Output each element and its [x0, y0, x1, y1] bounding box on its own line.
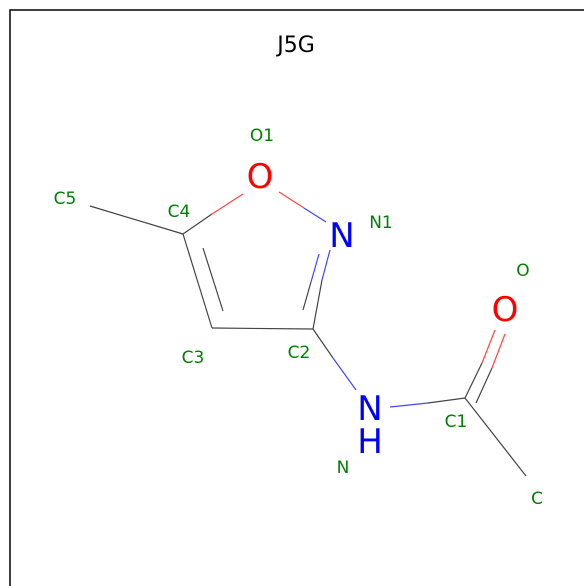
- bond-o1-n1-b: [303, 207, 327, 223]
- bond-n1-c2-a2: [312, 279, 323, 330]
- atom-label-o1: O1: [250, 126, 274, 146]
- bond-c4-o1-b: [211, 193, 244, 215]
- atom-label-c1: C1: [445, 412, 468, 432]
- atom-label-n: N: [337, 458, 350, 478]
- bond-c2-n-b: [332, 357, 357, 391]
- bond-c2-n-a: [312, 328, 334, 359]
- bond-n-c1-b: [427, 397, 466, 404]
- atom-n-hydrogen: H: [357, 422, 383, 462]
- bond-n1-c2-a1: [321, 249, 331, 281]
- bond-c3-c4-a: [182, 233, 213, 329]
- bond-n1-c2-b1: [310, 253, 320, 283]
- bond-c1-o-a2: [481, 329, 496, 364]
- atom-label-o: O: [516, 261, 529, 281]
- bond-c1-o-a1: [464, 362, 483, 399]
- atom-n1-symbol: N: [329, 216, 354, 256]
- atom-label-c5: C5: [54, 189, 77, 209]
- bond-c4-o1-a: [182, 213, 213, 235]
- atom-label-c2: C2: [288, 343, 311, 363]
- bond-c1-c: [464, 397, 527, 477]
- atom-label-c3: C3: [182, 348, 205, 368]
- molecule-title: J5G: [275, 33, 315, 58]
- bond-c1-o-b2: [491, 333, 506, 369]
- atom-o-symbol: O: [492, 290, 519, 330]
- atom-o1-symbol: O: [247, 157, 274, 197]
- bond-c3-c4-b: [202, 247, 224, 312]
- bond-o1-n1-a: [278, 191, 305, 209]
- diagram-border: [9, 9, 584, 586]
- atom-symbols: O N N H O: [247, 157, 519, 462]
- bonds: [89, 191, 527, 477]
- atom-n-symbol: N: [357, 389, 382, 429]
- atom-label-c: C: [531, 489, 543, 509]
- bond-n-c1-a: [389, 402, 429, 408]
- bond-n1-c2-b2: [302, 281, 312, 311]
- bond-c5-c4: [89, 205, 184, 235]
- atom-label-c4: C4: [168, 202, 191, 222]
- bond-c2-c3: [211, 327, 314, 330]
- atom-label-n1: N1: [369, 213, 393, 233]
- bond-c1-o-b1: [475, 367, 493, 404]
- atom-labels: O1 N1 C5 C4 C3 C2 N C1 O C: [54, 126, 543, 509]
